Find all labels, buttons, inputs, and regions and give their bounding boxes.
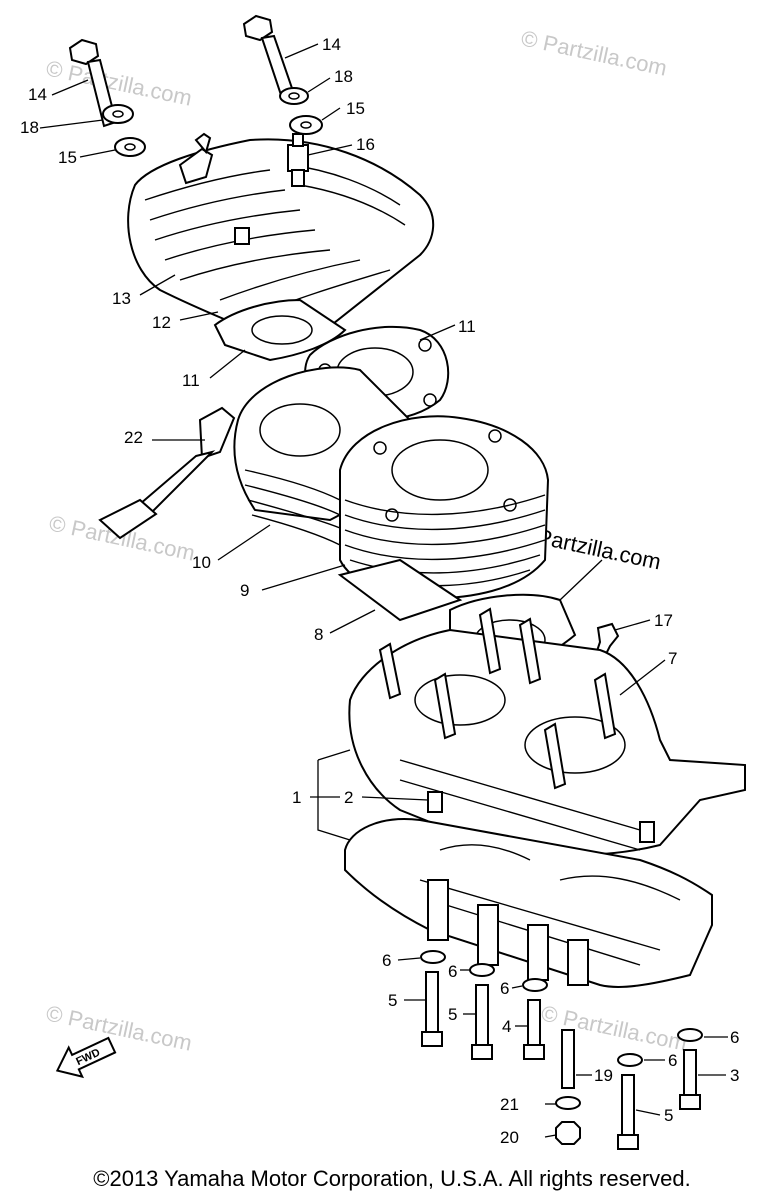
washer-18-right: [279, 87, 309, 105]
part-label: 10: [192, 553, 211, 572]
washer-6: [420, 950, 446, 964]
part-label: 5: [448, 1005, 457, 1024]
part-label: 17: [654, 611, 673, 630]
part-label: 11: [458, 317, 476, 336]
washer-15-left: [114, 137, 146, 157]
washer-21: [555, 1096, 581, 1110]
part-label: 14: [322, 35, 341, 54]
plug-wrench-22: [98, 406, 236, 540]
stud-19: [561, 1029, 575, 1089]
part-label: 7: [668, 649, 677, 668]
part-label: 16: [356, 135, 375, 154]
dowel-pin: [639, 821, 655, 843]
bolt-5: [421, 971, 443, 1047]
watermark: © Partzilla.com: [519, 25, 669, 80]
bolt-4: [523, 999, 545, 1060]
part-label: 6: [448, 962, 457, 981]
dowel-pin: [427, 791, 443, 813]
part-label: 6: [382, 951, 391, 970]
head-bolt-right: [242, 14, 296, 100]
part-label: 18: [20, 118, 39, 137]
base-gasket-8: [337, 558, 463, 622]
part-label: 19: [594, 1066, 613, 1085]
bolt-5: [471, 984, 493, 1060]
part-label: 15: [346, 99, 365, 118]
part-label: 6: [730, 1028, 739, 1047]
part-label: 4: [502, 1017, 511, 1036]
upper-crankcase: [348, 607, 746, 857]
part-label: 6: [668, 1051, 677, 1070]
washer-15-right: [289, 115, 323, 135]
bolt-5: [617, 1074, 639, 1150]
part-label: 12: [152, 313, 171, 332]
part-labels: 14 18 15 14 18 15 16 13 12 11 11 22 10 9…: [20, 35, 739, 1147]
cylinder-head: [127, 138, 435, 352]
part-label: 8: [314, 625, 323, 644]
part-label: 9: [240, 581, 249, 600]
part-label: 15: [58, 148, 77, 167]
head-gasket-11: [213, 298, 347, 362]
copyright-notice: ©2013 Yamaha Motor Corporation, U.S.A. A…: [93, 1166, 691, 1191]
part-label: 5: [388, 991, 397, 1010]
part-label: 5: [664, 1106, 673, 1125]
part-label: 2: [344, 788, 353, 807]
nut-20: [555, 1121, 581, 1145]
washer-6: [677, 1028, 703, 1042]
watermark: © Partzilla.com: [44, 55, 194, 110]
spark-plug-16: [287, 133, 309, 187]
washer-6: [522, 978, 548, 992]
part-label: 11: [182, 371, 200, 390]
spark-plug-left: [178, 132, 214, 185]
leader-lines: [39, 43, 728, 1138]
bolt-3: [679, 1049, 701, 1110]
part-label: 1: [292, 788, 301, 807]
part-label: 6: [500, 979, 509, 998]
part-label: 20: [500, 1128, 519, 1147]
watermark: © Partzilla.com: [44, 1000, 194, 1055]
part-label: 22: [124, 428, 143, 447]
fwd-arrow-icon: FWD: [55, 1036, 117, 1079]
washer-6: [469, 963, 495, 977]
part-label: 18: [334, 67, 353, 86]
part-label: 13: [112, 289, 131, 308]
washer-6: [617, 1053, 643, 1067]
washer-18-left: [102, 104, 134, 124]
part-label: 3: [730, 1066, 739, 1085]
part-label: 14: [28, 85, 47, 104]
part-label: 21: [500, 1095, 519, 1114]
